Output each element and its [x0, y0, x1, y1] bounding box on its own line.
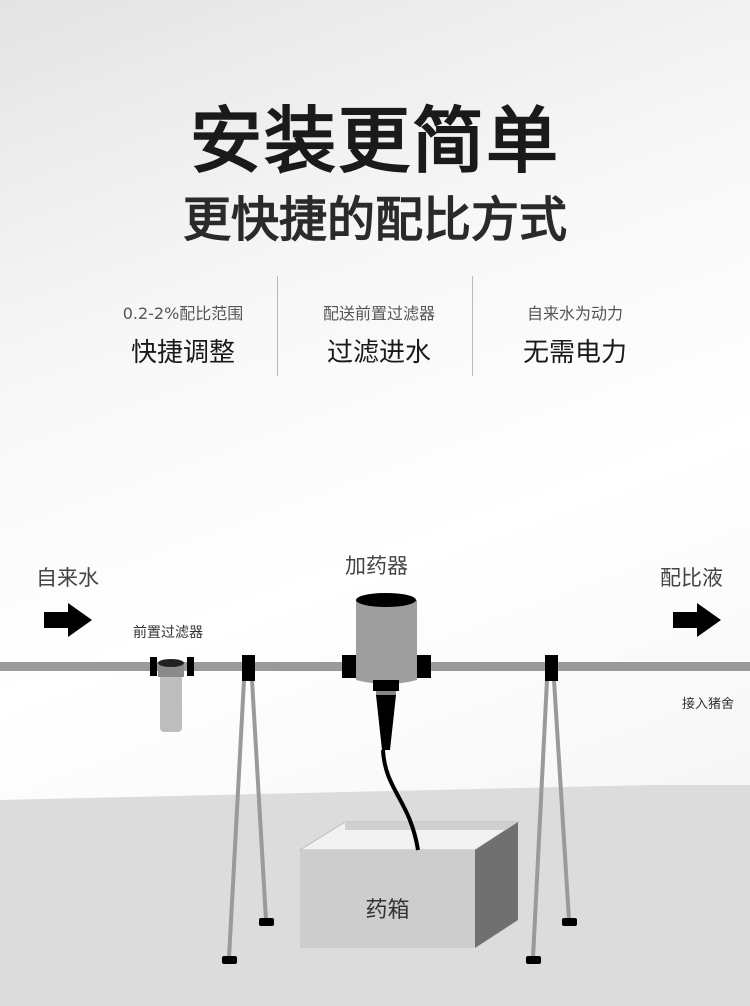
feature-filter: 配送前置过滤器 过滤进水	[284, 300, 474, 369]
feature-ratio: 0.2-2%配比范围 快捷调整	[88, 300, 278, 369]
medicine-dispenser	[342, 593, 431, 750]
page-title: 安装更简单	[189, 99, 560, 183]
outlet-arrow-icon	[673, 603, 721, 637]
pipe-stand-right	[526, 655, 577, 964]
divider	[472, 276, 473, 376]
filter-label: 前置过滤器	[133, 625, 203, 641]
feature-heading: 无需电力	[522, 338, 627, 368]
feature-caption: 自来水为动力	[526, 304, 623, 323]
medicine-tank	[298, 821, 520, 948]
feature-heading: 过滤进水	[326, 338, 431, 368]
feature-caption: 配送前置过滤器	[322, 304, 435, 323]
dispenser-label: 加药器	[345, 554, 408, 578]
outlet-note: 接入猪舍	[682, 697, 735, 712]
tank-label: 药箱	[365, 898, 410, 923]
page-subtitle: 更快捷的配比方式	[182, 192, 567, 248]
inlet-arrow-icon	[44, 603, 92, 637]
outlet-label: 配比液	[660, 566, 723, 590]
suction-hose	[381, 749, 420, 851]
feature-heading: 快捷调整	[130, 338, 235, 368]
divider	[277, 276, 278, 376]
pre-filter	[150, 657, 194, 732]
inlet-label: 自来水	[36, 566, 99, 590]
pipe-stand-left	[222, 655, 274, 964]
feature-power: 自来水为动力 无需电力	[480, 300, 670, 369]
feature-caption: 0.2-2%配比范围	[122, 304, 244, 323]
